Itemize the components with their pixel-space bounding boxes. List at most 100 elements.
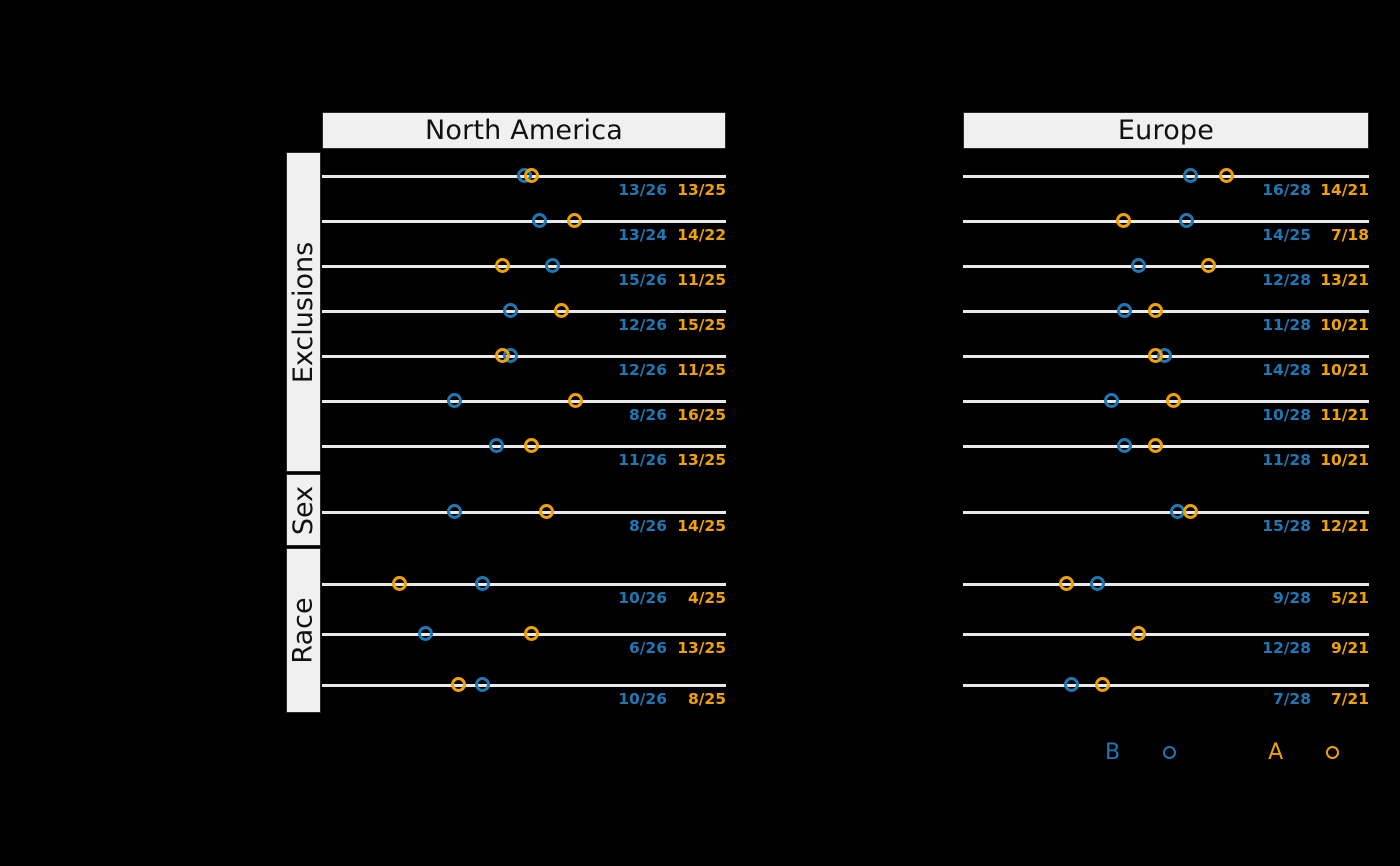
data-point-a[interactable] <box>1115 213 1131 228</box>
value-label-b: 11/26 <box>618 451 667 469</box>
value-label-a: 14/21 <box>1320 181 1369 199</box>
group-strip-sex: Sex <box>286 474 321 546</box>
data-point-a[interactable] <box>450 677 466 692</box>
data-point-a[interactable] <box>524 438 540 453</box>
data-point-b[interactable] <box>488 438 504 453</box>
data-point-a[interactable] <box>494 258 510 273</box>
value-label-b: 14/28 <box>1262 361 1311 379</box>
data-point-a[interactable] <box>1148 348 1164 363</box>
data-point-b[interactable] <box>1130 258 1146 273</box>
panel-header-north-america: North America <box>322 112 726 149</box>
value-label-a: 7/21 <box>1330 690 1369 708</box>
value-label-b: 13/26 <box>618 181 667 199</box>
value-label-b: 14/25 <box>1262 226 1311 244</box>
data-point-a[interactable] <box>553 303 569 318</box>
data-point-b[interactable] <box>1183 168 1199 183</box>
value-label-a: 16/25 <box>677 406 726 424</box>
data-point-b[interactable] <box>1103 393 1119 408</box>
value-label-a: 10/21 <box>1320 316 1369 334</box>
value-label-a: 12/21 <box>1320 517 1369 535</box>
value-label-b: 10/28 <box>1262 406 1311 424</box>
data-point-b[interactable] <box>418 626 434 641</box>
value-label-b: 10/26 <box>618 690 667 708</box>
data-point-a[interactable] <box>1059 576 1075 591</box>
data-point-b[interactable] <box>1179 213 1195 228</box>
data-point-a[interactable] <box>1130 626 1146 641</box>
panel-title-europe: Europe <box>1117 115 1215 146</box>
group-label-race: Race <box>288 597 320 664</box>
data-point-b[interactable] <box>545 258 561 273</box>
group-label-exclusions: Exclusions <box>288 241 320 383</box>
value-label-a: 13/25 <box>677 181 726 199</box>
value-label-b: 10/26 <box>618 589 667 607</box>
data-point-b[interactable] <box>1090 576 1106 591</box>
data-point-a[interactable] <box>1148 303 1164 318</box>
data-point-a[interactable] <box>1148 438 1164 453</box>
data-point-a[interactable] <box>392 576 408 591</box>
chart-legend: B A <box>1105 740 1340 765</box>
row-axis-line <box>963 684 1369 687</box>
value-label-b: 11/28 <box>1262 451 1311 469</box>
value-label-a: 11/25 <box>677 361 726 379</box>
value-label-b: 11/28 <box>1262 316 1311 334</box>
value-label-b: 9/28 <box>1272 589 1311 607</box>
data-point-b[interactable] <box>446 393 462 408</box>
data-point-b[interactable] <box>1063 677 1079 692</box>
data-point-a[interactable] <box>494 348 510 363</box>
value-label-b: 15/26 <box>618 271 667 289</box>
row-axis-line <box>963 511 1369 514</box>
value-label-a: 5/21 <box>1330 589 1369 607</box>
row-axis-line <box>963 265 1369 268</box>
data-point-b[interactable] <box>532 213 548 228</box>
group-strip-race: Race <box>286 548 321 713</box>
data-point-b[interactable] <box>503 303 519 318</box>
value-label-a: 15/25 <box>677 316 726 334</box>
data-point-a[interactable] <box>1219 168 1235 183</box>
row-axis-line <box>322 400 726 403</box>
value-label-a: 4/25 <box>687 589 726 607</box>
row-axis-line <box>322 310 726 313</box>
row-axis-line <box>322 355 726 358</box>
value-label-b: 12/26 <box>618 316 667 334</box>
data-point-a[interactable] <box>1183 504 1199 519</box>
data-point-a[interactable] <box>1165 393 1181 408</box>
legend-item-a[interactable]: A <box>1268 740 1340 765</box>
data-point-b[interactable] <box>474 576 490 591</box>
value-label-b: 7/28 <box>1272 690 1311 708</box>
value-label-a: 13/21 <box>1320 271 1369 289</box>
value-label-a: 14/25 <box>677 517 726 535</box>
data-point-a[interactable] <box>524 626 540 641</box>
value-label-b: 15/28 <box>1262 517 1311 535</box>
row-axis-line <box>963 583 1369 586</box>
value-label-a: 10/21 <box>1320 451 1369 469</box>
data-point-a[interactable] <box>524 168 540 183</box>
value-label-a: 7/18 <box>1330 226 1369 244</box>
row-axis-line <box>322 265 726 268</box>
row-axis-line <box>322 583 726 586</box>
row-axis-line <box>322 684 726 687</box>
data-point-a[interactable] <box>539 504 555 519</box>
data-point-b[interactable] <box>446 504 462 519</box>
data-point-b[interactable] <box>1117 303 1133 318</box>
data-point-a[interactable] <box>1094 677 1110 692</box>
value-label-b: 13/24 <box>618 226 667 244</box>
data-point-a[interactable] <box>1201 258 1217 273</box>
group-label-sex: Sex <box>288 485 320 535</box>
value-label-b: 12/28 <box>1262 271 1311 289</box>
row-axis-line <box>322 220 726 223</box>
value-label-a: 11/25 <box>677 271 726 289</box>
row-axis-line <box>963 633 1369 636</box>
legend-label-b: B <box>1105 740 1121 765</box>
data-point-a[interactable] <box>568 393 584 408</box>
value-label-b: 8/26 <box>628 517 667 535</box>
value-label-b: 12/26 <box>618 361 667 379</box>
legend-item-b[interactable]: B <box>1105 740 1177 765</box>
value-label-a: 11/21 <box>1320 406 1369 424</box>
data-point-b[interactable] <box>1117 438 1133 453</box>
value-label-b: 12/28 <box>1262 639 1311 657</box>
row-axis-line <box>963 220 1369 223</box>
data-point-b[interactable] <box>474 677 490 692</box>
group-strip-exclusions: Exclusions <box>286 152 321 472</box>
data-point-a[interactable] <box>566 213 582 228</box>
